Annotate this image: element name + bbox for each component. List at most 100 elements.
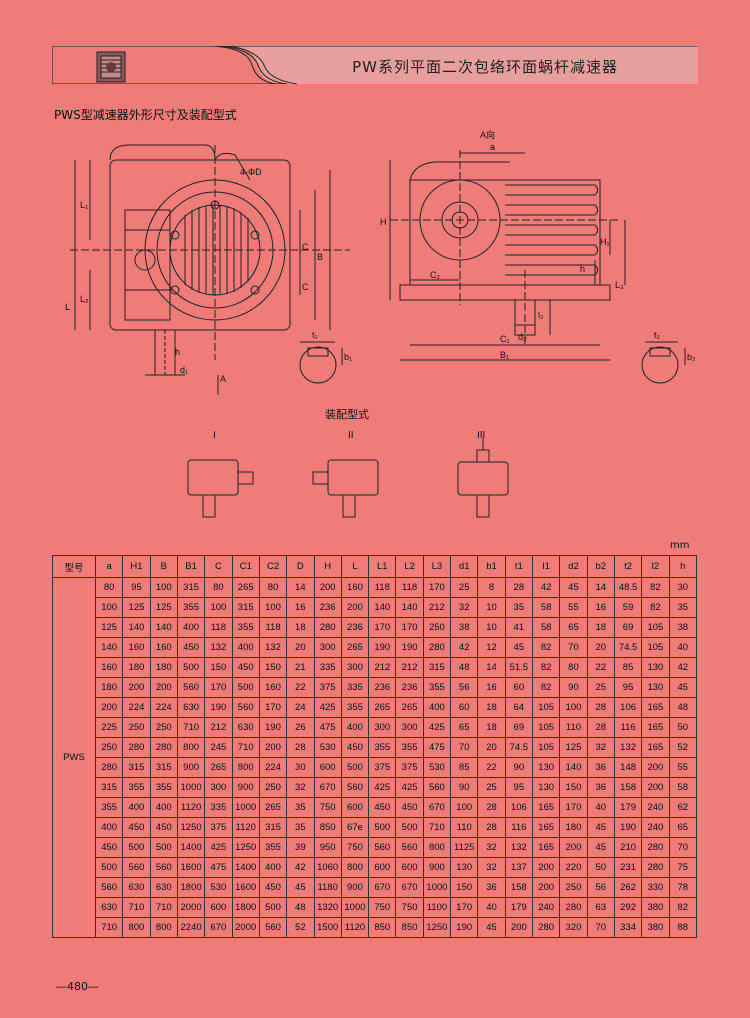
table-cell: 70 <box>668 837 698 858</box>
table-cell: 560 <box>422 777 452 798</box>
table-cell: 670 <box>204 917 233 938</box>
table-cell: 48.5 <box>613 577 643 598</box>
table-cell: 375 <box>395 757 424 778</box>
table-cell: 41 <box>504 617 534 638</box>
table-cell: 1120 <box>231 817 260 838</box>
table-cell: 170 <box>368 617 397 638</box>
table-cell: 355 <box>368 737 397 758</box>
table-cell: 65 <box>668 817 698 838</box>
table-cell: 212 <box>395 657 424 678</box>
table-cell: 74.5 <box>504 737 534 758</box>
table-cell: 70 <box>586 917 615 938</box>
table-cell: 105 <box>641 637 670 658</box>
table-cell: 150 <box>450 877 479 898</box>
table-cell: 400 <box>176 617 206 638</box>
table-cell: 375 <box>368 757 397 778</box>
table-cell: 800 <box>422 837 452 858</box>
table-cell: 58 <box>668 777 698 798</box>
table-cell: 320 <box>559 917 588 938</box>
table-cell: 200 <box>641 757 670 778</box>
column-header: h <box>668 555 698 578</box>
table-cell: 1120 <box>176 797 206 818</box>
svg-text:B₁: B₁ <box>500 350 509 360</box>
table-cell: 1250 <box>176 817 206 838</box>
table-cell: 18 <box>586 617 615 638</box>
table-cell: 118 <box>368 577 397 598</box>
table-cell: 118 <box>258 617 288 638</box>
unit-label: mm <box>670 540 690 551</box>
column-header: L3 <box>422 555 452 578</box>
table-cell: 30 <box>286 757 315 778</box>
table-cell: 82 <box>641 577 670 598</box>
table-cell: 236 <box>395 677 424 698</box>
table-cell: 1000 <box>231 797 260 818</box>
table-cell: 28 <box>504 577 534 598</box>
table-cell: 225 <box>94 717 124 738</box>
table-cell: 65 <box>559 617 588 638</box>
table-cell: 190 <box>395 637 424 658</box>
table-cell: 130 <box>450 857 479 878</box>
table-cell: 450 <box>176 637 206 658</box>
table-cell: 200 <box>258 737 288 758</box>
table-cell: 200 <box>641 777 670 798</box>
assembly-title: 装配型式 <box>325 407 369 421</box>
table-cell: 200 <box>313 577 342 598</box>
header-band <box>52 46 698 84</box>
svg-text:B: B <box>317 252 323 262</box>
table-cell: 100 <box>204 597 233 618</box>
table-cell: 200 <box>149 677 178 698</box>
table-cell: 190 <box>204 697 233 718</box>
column-header: D <box>286 555 315 578</box>
table-cell: 355 <box>231 617 260 638</box>
table-cell: 82 <box>641 597 670 618</box>
table-cell: 212 <box>204 717 233 738</box>
table-cell: 165 <box>641 737 670 758</box>
table-cell: 1180 <box>313 877 342 898</box>
table-cell: 60 <box>504 677 534 698</box>
table-cell: 250 <box>122 717 151 738</box>
table-cell: 400 <box>340 717 370 738</box>
table-cell: 36 <box>477 877 506 898</box>
table-cell: 500 <box>395 817 424 838</box>
table-cell: 180 <box>122 657 151 678</box>
table-cell: 450 <box>340 737 370 758</box>
table-cell: 48 <box>450 657 479 678</box>
table-cell: 1250 <box>422 917 452 938</box>
column-header: l2 <box>641 555 670 578</box>
table-cell: 24 <box>286 697 315 718</box>
table-cell: 190 <box>450 917 479 938</box>
table-cell: 375 <box>204 817 233 838</box>
table-cell: 400 <box>422 697 452 718</box>
svg-text:C: C <box>302 242 309 252</box>
table-cell: 380 <box>641 917 670 938</box>
table-cell: 148 <box>613 757 643 778</box>
table-cell: 150 <box>204 657 233 678</box>
table-cell: 22 <box>477 757 506 778</box>
table-cell: 125 <box>559 737 588 758</box>
table-cell: 85 <box>613 657 643 678</box>
table-cell: 475 <box>204 857 233 878</box>
table-cell: 220 <box>559 857 588 878</box>
table-cell: 170 <box>450 897 479 918</box>
table-cell: 560 <box>176 677 206 698</box>
svg-text:C: C <box>302 282 309 292</box>
bolt-label: 4-ΦD <box>240 167 262 177</box>
table-cell: 280 <box>122 737 151 758</box>
table-cell: 355 <box>176 597 206 618</box>
table-cell: 560 <box>395 837 424 858</box>
column-header: L1 <box>368 555 397 578</box>
table-cell: 125 <box>122 597 151 618</box>
table-cell: 140 <box>149 617 178 638</box>
table-cell: 355 <box>94 797 124 818</box>
table-cell: 530 <box>422 757 452 778</box>
table-cell: 800 <box>231 757 260 778</box>
table-cell: 179 <box>504 897 534 918</box>
table-cell: 105 <box>531 737 561 758</box>
assembly-type-1 <box>187 459 254 518</box>
table-cell: 20 <box>586 637 615 658</box>
table-cell: 170 <box>422 577 452 598</box>
column-header: b1 <box>477 555 506 578</box>
page-title: PW系列平面二次包络环面蜗杆减速器 <box>352 58 618 76</box>
